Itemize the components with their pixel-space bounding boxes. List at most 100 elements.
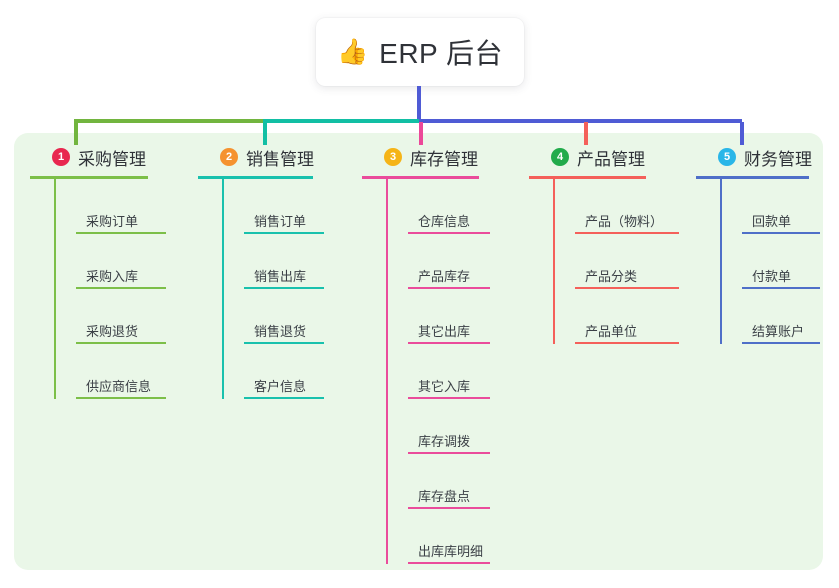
branch-title: 库存管理: [410, 149, 478, 169]
branch-underline: [198, 176, 313, 179]
branch-items-finance: 回款单付款单结算账户: [720, 179, 820, 344]
leaf-item[interactable]: 销售退货: [244, 289, 324, 344]
leaf-item[interactable]: 其它入库: [408, 344, 490, 399]
leaf-item-label: 库存调拨: [418, 433, 471, 449]
leaf-item[interactable]: 销售订单: [244, 179, 324, 234]
leaf-underline: [408, 287, 490, 289]
leaf-underline: [742, 287, 820, 289]
leaf-underline: [742, 232, 820, 234]
branch-title: 销售管理: [246, 149, 314, 169]
stub-inventory: [419, 122, 423, 145]
branch-number-badge: 4: [551, 148, 569, 166]
leaf-item-label: 销售订单: [254, 213, 307, 229]
branch-column-product: 4 产品管理产品（物料） 产品分类产品单位: [529, 144, 679, 344]
branch-number-badge: 5: [718, 148, 736, 166]
leaf-item[interactable]: 采购入库: [76, 234, 166, 289]
stub-finance: [740, 122, 744, 145]
branch-items-sales: 销售订单销售出库销售退货客户信息: [222, 179, 324, 399]
trunk-connector: [417, 86, 421, 122]
branch-spine: [553, 179, 555, 344]
leaf-underline: [244, 232, 324, 234]
leaf-item-label: 回款单: [752, 213, 792, 229]
leaf-item-label: 客户信息: [254, 378, 307, 394]
branch-spine: [720, 179, 722, 344]
leaf-item[interactable]: 销售出库: [244, 234, 324, 289]
leaf-item[interactable]: 产品分类: [575, 234, 679, 289]
branch-underline: [362, 176, 479, 179]
leaf-item-label: 库存盘点: [418, 488, 471, 504]
branch-spine: [222, 179, 224, 399]
leaf-item-label: 采购退货: [86, 323, 139, 339]
leaf-item-label: 产品分类: [585, 268, 638, 284]
leaf-item-label: 供应商信息: [86, 378, 152, 394]
leaf-item[interactable]: 仓库信息: [408, 179, 490, 234]
branch-items-inventory: 仓库信息产品库存其它出库其它入库库存调拨库存盘点出库库明细: [386, 179, 490, 564]
root-node-card[interactable]: 👍 ERP 后台: [316, 18, 524, 86]
leaf-underline: [244, 342, 324, 344]
thumbs-up-icon: 👍: [337, 37, 369, 66]
leaf-item[interactable]: 其它出库: [408, 289, 490, 344]
leaf-item-label: 其它入库: [418, 378, 471, 394]
blue-segment: [419, 119, 742, 123]
teal-segment: [263, 119, 419, 123]
leaf-item[interactable]: 采购订单: [76, 179, 166, 234]
branch-column-finance: 5 财务管理回款单付款单结算账户: [696, 144, 820, 344]
branch-header-product[interactable]: 4 产品管理: [529, 144, 667, 170]
branch-number-badge: 2: [220, 148, 238, 166]
root-node-content: 👍 ERP 后台: [337, 32, 503, 72]
leaf-underline: [76, 232, 166, 234]
leaf-item[interactable]: 结算账户: [742, 289, 820, 344]
green-segment: [74, 119, 263, 123]
leaf-item-label: 产品单位: [585, 323, 638, 339]
leaf-underline: [575, 342, 679, 344]
leaf-item[interactable]: 出库库明细: [408, 509, 490, 564]
branch-spine: [54, 179, 56, 399]
leaf-item-label: 销售出库: [254, 268, 307, 284]
leaf-underline: [742, 342, 820, 344]
leaf-item-label: 出库库明细: [418, 543, 484, 559]
leaf-item[interactable]: 产品库存: [408, 234, 490, 289]
branch-header-finance[interactable]: 5 财务管理: [696, 144, 812, 170]
leaf-underline: [76, 397, 166, 399]
leaf-underline: [244, 397, 324, 399]
branch-header-inventory[interactable]: 3 库存管理: [362, 144, 487, 170]
leaf-item[interactable]: 库存盘点: [408, 454, 490, 509]
leaf-item-label: 采购入库: [86, 268, 139, 284]
leaf-item-label: 仓库信息: [418, 213, 471, 229]
leaf-item[interactable]: 采购退货: [76, 289, 166, 344]
leaf-item-label: 其它出库: [418, 323, 471, 339]
leaf-underline: [244, 287, 324, 289]
branch-title: 采购管理: [78, 149, 146, 169]
leaf-underline: [575, 232, 679, 234]
leaf-item[interactable]: 产品单位: [575, 289, 679, 344]
leaf-item[interactable]: 付款单: [742, 234, 820, 289]
branch-spine: [386, 179, 388, 564]
branch-column-inventory: 3 库存管理仓库信息产品库存其它出库其它入库库存调拨库存盘点出库库明细: [362, 144, 490, 564]
branch-title: 产品管理: [577, 149, 645, 169]
leaf-underline: [408, 507, 490, 509]
branch-underline: [30, 176, 148, 179]
leaf-item-label: 结算账户: [752, 323, 805, 339]
stub-sales: [263, 122, 267, 145]
branch-number-badge: 3: [384, 148, 402, 166]
leaf-item[interactable]: 回款单: [742, 179, 820, 234]
leaf-item-label: 销售退货: [254, 323, 307, 339]
leaf-item[interactable]: 库存调拨: [408, 399, 490, 454]
leaf-item-label: 产品（物料）: [585, 213, 664, 229]
branch-title: 财务管理: [744, 149, 812, 169]
leaf-underline: [408, 342, 490, 344]
branch-column-sales: 2 销售管理销售订单销售出库销售退货客户信息: [198, 144, 324, 399]
leaf-item[interactable]: 供应商信息: [76, 344, 166, 399]
branch-header-sales[interactable]: 2 销售管理: [198, 144, 314, 170]
branches-panel: [14, 133, 823, 570]
leaf-item-label: 采购订单: [86, 213, 139, 229]
branch-items-product: 产品（物料） 产品分类产品单位: [553, 179, 679, 344]
leaf-underline: [408, 452, 490, 454]
leaf-item-label: 产品库存: [418, 268, 471, 284]
leaf-item[interactable]: 客户信息: [244, 344, 324, 399]
leaf-item-label: 付款单: [752, 268, 792, 284]
leaf-item[interactable]: 产品（物料）: [575, 179, 679, 234]
